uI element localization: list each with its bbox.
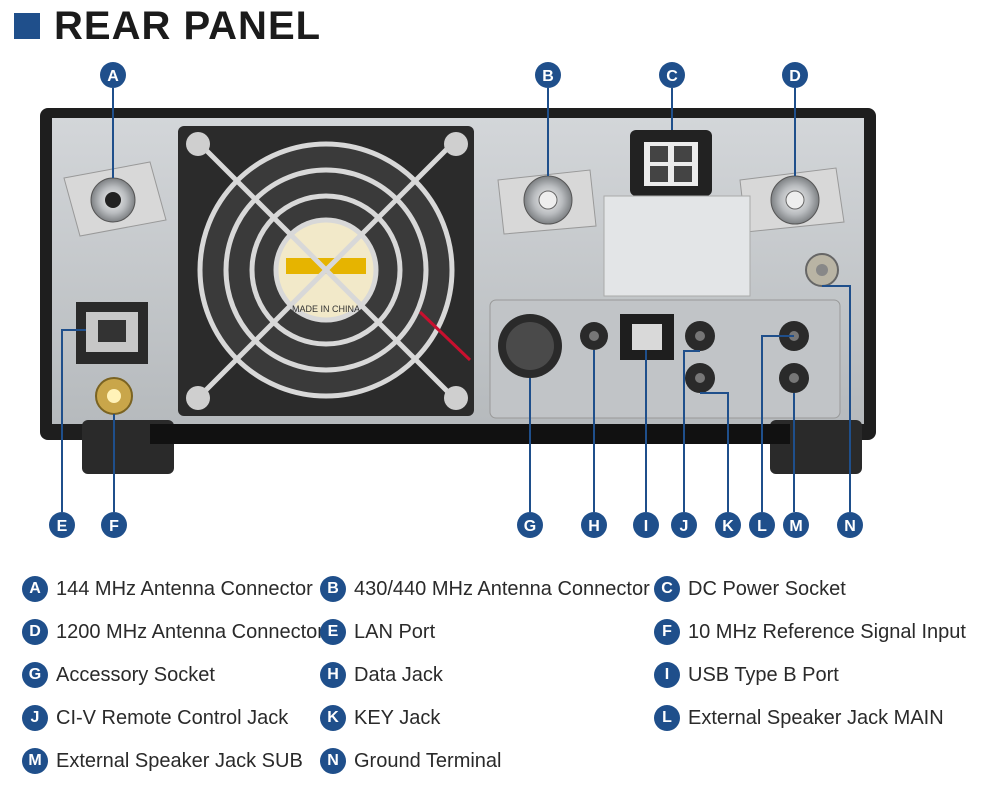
legend-item-f: F 10 MHz Reference Signal Input (654, 617, 966, 647)
legend-label: KEY Jack (354, 706, 441, 729)
legend-item-l: L External Speaker Jack MAIN (654, 703, 944, 733)
leader-lines (61, 88, 851, 512)
callout-h: H (581, 512, 607, 538)
legend-item-k: K KEY Jack (320, 703, 440, 733)
legend-item-n: N Ground Terminal (320, 746, 501, 776)
legend-item-i: I USB Type B Port (654, 660, 839, 690)
legend-badge: B (320, 576, 346, 602)
callout-i: I (633, 512, 659, 538)
page-title: REAR PANEL (14, 4, 321, 48)
legend-badge: I (654, 662, 680, 688)
legend-label: External Speaker Jack SUB (56, 749, 303, 772)
legend-label: 10 MHz Reference Signal Input (688, 620, 966, 643)
callout-f: F (101, 512, 127, 538)
legend-label: 1200 MHz Antenna Connector (56, 620, 324, 643)
base-plate (150, 424, 790, 444)
connector-a-144mhz (63, 161, 167, 237)
legend-item-h: H Data Jack (320, 660, 443, 690)
legend-label: 144 MHz Antenna Connector (56, 577, 313, 600)
legend-badge: G (22, 662, 48, 688)
key-jack (685, 363, 715, 393)
svg-text:I: I (644, 518, 648, 535)
legend-badge: C (654, 576, 680, 602)
legend-badge: H (320, 662, 346, 688)
legend-item-d: D 1200 MHz Antenna Connector (22, 617, 324, 647)
legend-badge: D (22, 619, 48, 645)
legend-label: 430/440 MHz Antenna Connector (354, 577, 650, 600)
svg-text:M: M (789, 518, 802, 535)
legend-label: DC Power Socket (688, 577, 846, 600)
legend-item-c: C DC Power Socket (654, 574, 846, 604)
legend-label: CI-V Remote Control Jack (56, 706, 289, 729)
callout-a: A (100, 62, 126, 88)
data-jack (580, 322, 608, 350)
callout-l: L (749, 512, 775, 538)
legend-item-g: G Accessory Socket (22, 660, 215, 690)
callout-g: G (517, 512, 543, 538)
svg-text:A: A (107, 68, 119, 85)
civ-jack (685, 321, 715, 351)
legend-badge: A (22, 576, 48, 602)
rear-panel-diagram: MADE IN CHINA (40, 62, 876, 538)
connector-b-430mhz (497, 169, 597, 235)
callout-e: E (49, 512, 75, 538)
legend-badge: N (320, 748, 346, 774)
callouts: A B C D E F G H I J K L M N (49, 62, 863, 538)
svg-text:L: L (757, 518, 767, 535)
callout-c: C (659, 62, 685, 88)
svg-text:E: E (57, 518, 68, 535)
title-text: REAR PANEL (54, 3, 322, 48)
legend-badge: J (22, 705, 48, 731)
legend-item-a: A 144 MHz Antenna Connector (22, 574, 313, 604)
cooling-fan: MADE IN CHINA (178, 126, 474, 416)
label-plate (603, 195, 751, 297)
legend-badge: K (320, 705, 346, 731)
ground-terminal (805, 253, 839, 287)
dc-power-socket (630, 130, 712, 196)
connector-d-1200mhz (739, 167, 845, 233)
legend-item-j: J CI-V Remote Control Jack (22, 703, 288, 733)
lan-port (76, 302, 148, 364)
legend-label: LAN Port (354, 620, 436, 643)
legend-label: Data Jack (354, 663, 443, 686)
svg-text:H: H (588, 518, 600, 535)
svg-text:N: N (844, 518, 856, 535)
callout-m: M (783, 512, 809, 538)
legend-item-m: M External Speaker Jack SUB (22, 746, 303, 776)
legend-label: Ground Terminal (354, 749, 502, 772)
legend-label: USB Type B Port (688, 663, 839, 686)
legend-item-e: E LAN Port (320, 617, 435, 647)
fan-label: MADE IN CHINA (292, 304, 360, 314)
svg-text:C: C (666, 68, 678, 85)
svg-text:F: F (109, 518, 119, 535)
callout-j: J (671, 512, 697, 538)
accessory-socket (498, 314, 562, 378)
legend-badge: M (22, 748, 48, 774)
legend-badge: L (654, 705, 680, 731)
svg-text:G: G (524, 518, 536, 535)
reference-input-connector (95, 377, 133, 415)
svg-text:K: K (722, 518, 734, 535)
svg-text:J: J (680, 518, 689, 535)
callout-d: D (782, 62, 808, 88)
callout-k: K (715, 512, 741, 538)
svg-text:B: B (542, 68, 554, 85)
callout-n: N (837, 512, 863, 538)
legend-label: External Speaker Jack MAIN (688, 706, 944, 729)
callout-b: B (535, 62, 561, 88)
legend-item-b: B 430/440 MHz Antenna Connector (320, 574, 650, 604)
svg-text:D: D (789, 68, 801, 85)
legend-label: Accessory Socket (56, 663, 215, 686)
speaker-sub-jack (779, 363, 809, 393)
legend-badge: E (320, 619, 346, 645)
legend-badge: F (654, 619, 680, 645)
title-square-icon (14, 13, 40, 39)
